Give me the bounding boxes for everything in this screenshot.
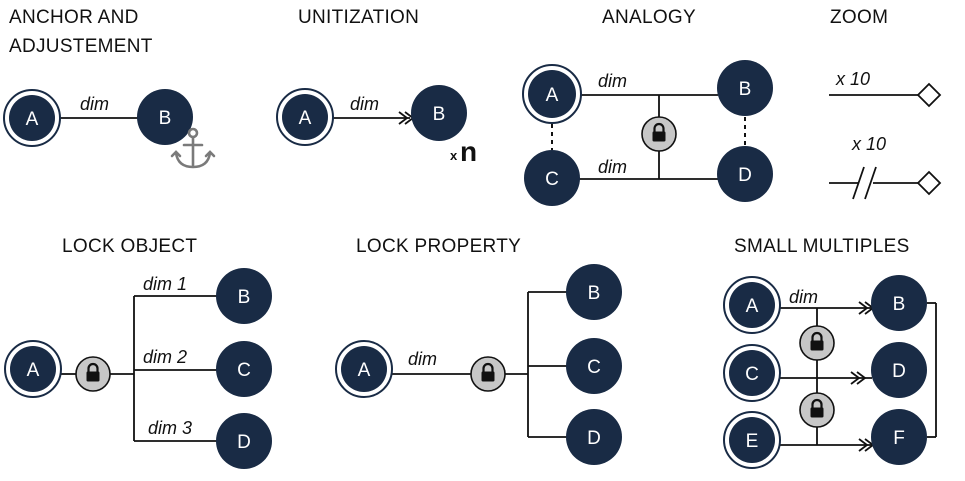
edge-label-dim-bottom: dim — [598, 157, 627, 177]
node-d: D — [717, 146, 773, 202]
node-label: A — [358, 360, 371, 381]
lock-icon — [470, 356, 506, 392]
edge-label-dim-2: dim 2 — [143, 347, 187, 367]
lock-icon — [641, 116, 677, 152]
node-label: A — [27, 360, 40, 381]
title-unitization: UNITIZATION — [298, 7, 420, 28]
edge-label-dim: dim — [408, 349, 437, 369]
zoom-scale-label-bottom: x 10 — [851, 134, 886, 154]
node-label: C — [587, 357, 601, 378]
edge-label-dim-top: dim — [598, 71, 627, 91]
title-lock-property: LOCK PROPERTY — [356, 236, 522, 257]
multiplier-n: n — [460, 136, 477, 167]
node-label: B — [588, 283, 601, 304]
anchor-diagram: dim A B — [3, 89, 216, 169]
edge-label-dim: dim — [80, 94, 109, 114]
unitization-diagram: dim A B x n — [276, 85, 477, 167]
node-c: C — [566, 338, 622, 394]
node-label: E — [746, 431, 759, 452]
node-d: D — [566, 409, 622, 465]
node-label: A — [299, 108, 312, 129]
diamond-marker — [916, 170, 942, 196]
small-multiples-diagram: dim A C E B D — [723, 275, 937, 469]
break-mark — [852, 166, 865, 200]
node-label: B — [159, 108, 172, 129]
node-label: C — [545, 169, 559, 190]
zoom-diagram: x 10 x 10 — [829, 69, 942, 200]
lock-icon — [75, 356, 111, 392]
node-a: A — [723, 276, 781, 334]
node-label: F — [893, 428, 905, 449]
node-label: C — [237, 360, 251, 381]
title-small-multiples: SMALL MULTIPLES — [734, 236, 910, 257]
node-label: D — [587, 428, 601, 449]
break-mark — [864, 166, 877, 200]
node-b: B — [137, 89, 193, 145]
node-c: C — [216, 341, 272, 397]
node-e: E — [723, 411, 781, 469]
node-c: C — [524, 150, 580, 206]
node-c: C — [723, 344, 781, 402]
lock-icon — [799, 392, 835, 428]
node-a: A — [335, 340, 393, 398]
node-label: C — [745, 364, 759, 385]
node-b: B — [566, 264, 622, 320]
node-b: B — [411, 85, 467, 141]
node-label: A — [26, 109, 39, 130]
edge-label-dim-3: dim 3 — [148, 418, 192, 438]
node-label: B — [893, 294, 906, 315]
node-a: A — [276, 88, 334, 146]
title-lock-object: LOCK OBJECT — [62, 236, 198, 257]
anchor-icon — [170, 127, 216, 169]
title-anchor-adjustment: ANCHOR AND ADJUSTEMENT — [9, 7, 153, 57]
node-a: A — [4, 340, 62, 398]
node-d: D — [216, 413, 272, 469]
node-b: B — [216, 268, 272, 324]
node-label: B — [739, 79, 752, 100]
edge-label-dim: dim — [789, 287, 818, 307]
node-a: A — [522, 64, 582, 124]
node-label: A — [746, 296, 759, 317]
node-label: D — [892, 361, 906, 382]
node-label: B — [238, 287, 251, 308]
lock-icon — [799, 325, 835, 361]
node-a: A — [3, 89, 61, 147]
node-d: D — [871, 342, 927, 398]
node-label: D — [237, 432, 251, 453]
node-label: A — [546, 85, 559, 106]
zoom-scale-label-top: x 10 — [835, 69, 870, 89]
lock-object-diagram: dim 1 dim 2 dim 3 A B C D — [4, 268, 272, 469]
edge-label-dim: dim — [350, 94, 379, 114]
node-f: F — [871, 409, 927, 465]
node-b: B — [717, 60, 773, 116]
multiplier-prefix: x — [450, 148, 458, 163]
analogy-diagram: dim dim A B C D — [522, 60, 773, 206]
diamond-marker — [916, 82, 942, 108]
node-label: B — [433, 104, 446, 125]
node-label: D — [738, 165, 752, 186]
node-b: B — [871, 275, 927, 331]
title-analogy: ANALOGY — [602, 7, 696, 28]
lock-property-diagram: dim A B C D — [335, 264, 622, 465]
edge-label-dim-1: dim 1 — [143, 274, 187, 294]
title-zoom: ZOOM — [830, 7, 889, 28]
